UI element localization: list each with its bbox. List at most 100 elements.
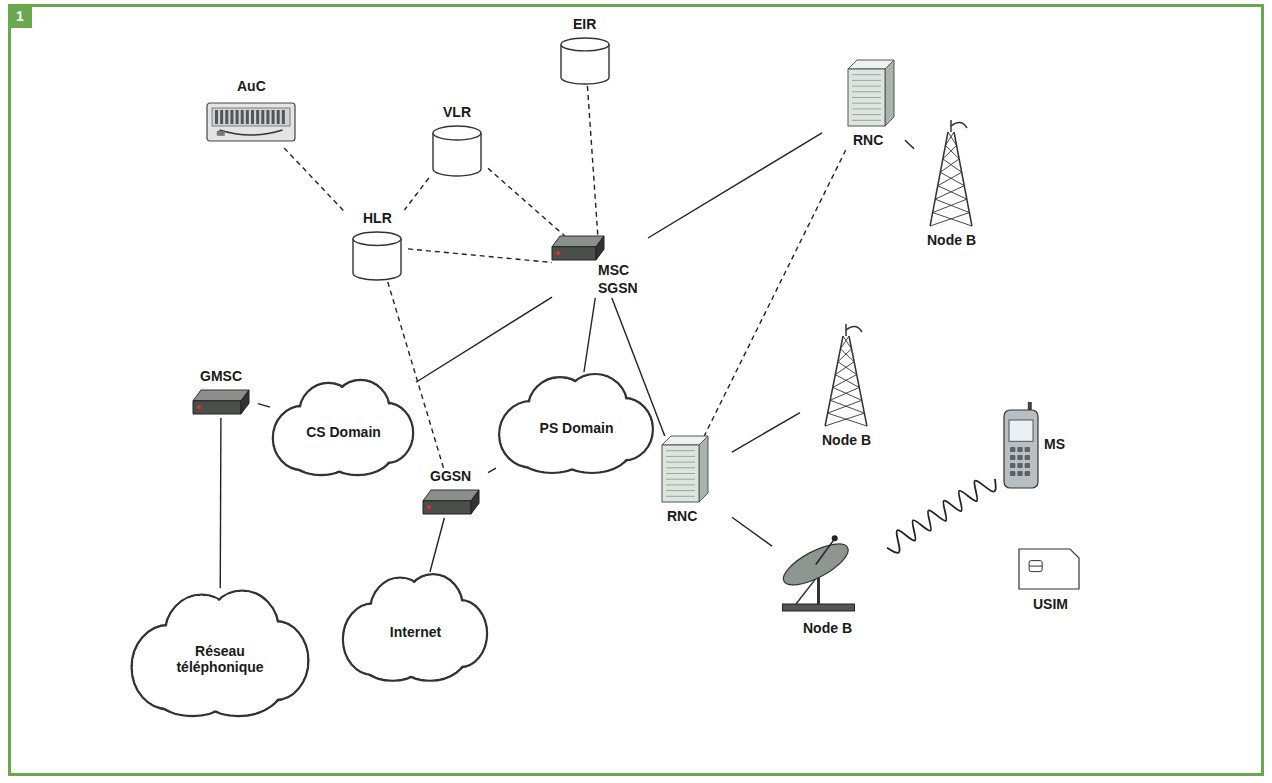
phone-key <box>1010 471 1015 476</box>
auc-device <box>206 102 296 142</box>
cabinet-rack <box>666 467 695 468</box>
tower-brace <box>938 172 962 185</box>
cabinet-rack <box>852 91 881 92</box>
rnc-cabinet <box>662 436 708 502</box>
cabinet-rack <box>852 114 881 115</box>
element-label: RNC <box>853 132 883 148</box>
device-slot <box>241 110 244 124</box>
tower-brace <box>935 186 964 199</box>
router-side <box>596 236 604 260</box>
cabinet-rack <box>852 97 881 98</box>
tower-brace <box>835 375 859 388</box>
element-label: SGSN <box>598 280 638 296</box>
tower-brace <box>943 145 957 158</box>
transport-link <box>648 133 822 238</box>
cylinder-top <box>433 126 481 140</box>
network-element: VLR <box>426 104 488 178</box>
network-element: GMSC <box>184 368 258 418</box>
transport-link <box>258 404 270 407</box>
cloud-label: PS Domain <box>527 420 626 436</box>
cabinet-rack <box>666 462 695 463</box>
tower-brace <box>945 132 954 145</box>
signalling-link <box>404 178 428 210</box>
cabinet-rack <box>852 74 881 75</box>
transport-link <box>732 517 772 546</box>
tower-brace <box>835 362 854 375</box>
tower-antenna <box>846 326 862 332</box>
cylinder-top <box>353 232 401 245</box>
cabinet-rack <box>852 103 881 104</box>
cabinet-side <box>885 60 894 126</box>
element-label: HLR <box>363 210 392 226</box>
tower-brace <box>828 400 862 413</box>
tower-brace <box>935 199 969 212</box>
dish-horn <box>832 535 838 541</box>
tower-leg <box>825 336 843 426</box>
network-cloud: Internet <box>340 572 490 684</box>
phone-key <box>1017 471 1022 476</box>
cabinet-rack <box>852 120 881 121</box>
signalling-link <box>704 150 845 436</box>
dish-feed <box>816 540 834 565</box>
transport-link <box>732 413 800 452</box>
tower-brace <box>933 199 967 212</box>
network-element: Node B <box>772 530 882 642</box>
element-label: Node B <box>927 232 976 248</box>
element-label: AuC <box>237 78 266 94</box>
network-element: MS <box>1000 402 1080 498</box>
network-element: EIR <box>553 16 617 86</box>
cloud-label: Réseau téléphonique <box>163 643 277 675</box>
rnc-cabinet <box>848 60 894 126</box>
device-slot <box>266 110 269 124</box>
device-slot <box>225 110 228 124</box>
tower-leg <box>954 132 972 226</box>
tower-brace <box>833 375 857 388</box>
network-element: GGSN <box>414 468 488 518</box>
tower-brace <box>838 349 852 362</box>
network-element: USIM <box>1008 548 1092 618</box>
element-label: USIM <box>1033 596 1068 612</box>
device-slot <box>246 110 249 124</box>
signalling-link <box>284 148 346 213</box>
sim-card <box>1018 548 1080 590</box>
router-front <box>423 501 471 514</box>
tower-brace <box>838 362 857 375</box>
network-element: RNC <box>632 436 732 526</box>
cloud-label: CS Domain <box>298 424 389 440</box>
tower-brace <box>930 213 969 226</box>
cloud-label: Internet <box>369 624 462 640</box>
device-slot <box>236 110 239 124</box>
device-slot <box>272 110 275 124</box>
element-label: MSC <box>598 262 629 278</box>
figure-tag: 1 <box>8 4 32 28</box>
element-label: EIR <box>573 16 596 32</box>
phone-key <box>1017 447 1022 452</box>
transport-link <box>430 518 444 572</box>
device-panel <box>212 108 290 126</box>
cabinet-front <box>848 69 885 126</box>
device-case <box>207 103 295 141</box>
router-led <box>427 505 431 509</box>
element-label: MS <box>1044 436 1065 452</box>
switch-icon <box>423 490 479 514</box>
device-slot <box>261 110 264 124</box>
router-side <box>241 390 249 414</box>
router-led <box>197 405 201 409</box>
phone-key <box>1010 447 1015 452</box>
network-cloud: Réseau téléphonique <box>128 588 312 720</box>
router-top <box>552 236 604 247</box>
device-slot <box>282 110 285 124</box>
database-cylinder <box>432 126 482 176</box>
network-element: Node B <box>905 118 997 250</box>
element-label: Node B <box>822 432 871 448</box>
cabinet-front <box>662 445 699 502</box>
cabinet-rack <box>666 490 695 491</box>
tower-leg <box>930 132 948 226</box>
mobile-phone <box>1004 406 1038 488</box>
cabinet-rack <box>666 456 695 457</box>
switch-icon <box>552 236 604 260</box>
database-cylinder <box>352 232 402 280</box>
cabinet-rack <box>666 496 695 497</box>
phone-body <box>1004 410 1038 488</box>
